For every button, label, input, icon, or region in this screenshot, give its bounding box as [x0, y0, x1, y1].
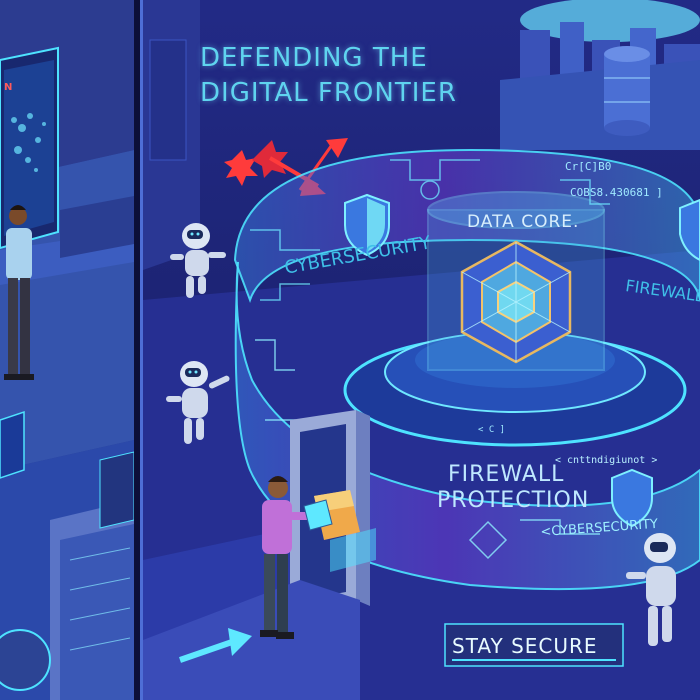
- title-line-2: DIGITAL FRONTIER: [200, 78, 457, 108]
- code-text-2: COBS8.430681 ]: [570, 186, 663, 199]
- map-screen-text: N: [4, 82, 13, 93]
- data-core: [343, 191, 687, 447]
- robot-upper: [170, 223, 226, 298]
- code-text-4: < C ]: [478, 425, 506, 435]
- data-core-label: DATA CORE.: [467, 212, 580, 232]
- left-panel: [0, 0, 135, 700]
- direction-arrow: [179, 628, 252, 663]
- code-text-1: Cr[C]B0: [565, 160, 612, 173]
- firewall-gateway: [290, 410, 376, 610]
- robot-lower: [166, 361, 230, 444]
- circuit-lines: [250, 159, 610, 301]
- code-text-3: < cnttndigiunot >: [555, 455, 658, 466]
- panel-divider: [134, 0, 140, 700]
- city-skyline: [500, 0, 700, 150]
- shield-icon: [344, 193, 390, 257]
- operator-person: [4, 205, 34, 380]
- database-icon: [604, 46, 650, 136]
- title-line-1: DEFENDING THE: [200, 43, 428, 73]
- firewall-label: FIREWALL: [448, 462, 565, 487]
- robot-right: [626, 533, 676, 646]
- shield-icon-front: [611, 468, 653, 528]
- main-scene: [143, 0, 700, 700]
- stay-secure-label: STAY SECURE: [452, 634, 598, 658]
- protection-label: PROTECTION: [437, 488, 590, 513]
- person-with-tablet: [260, 476, 333, 639]
